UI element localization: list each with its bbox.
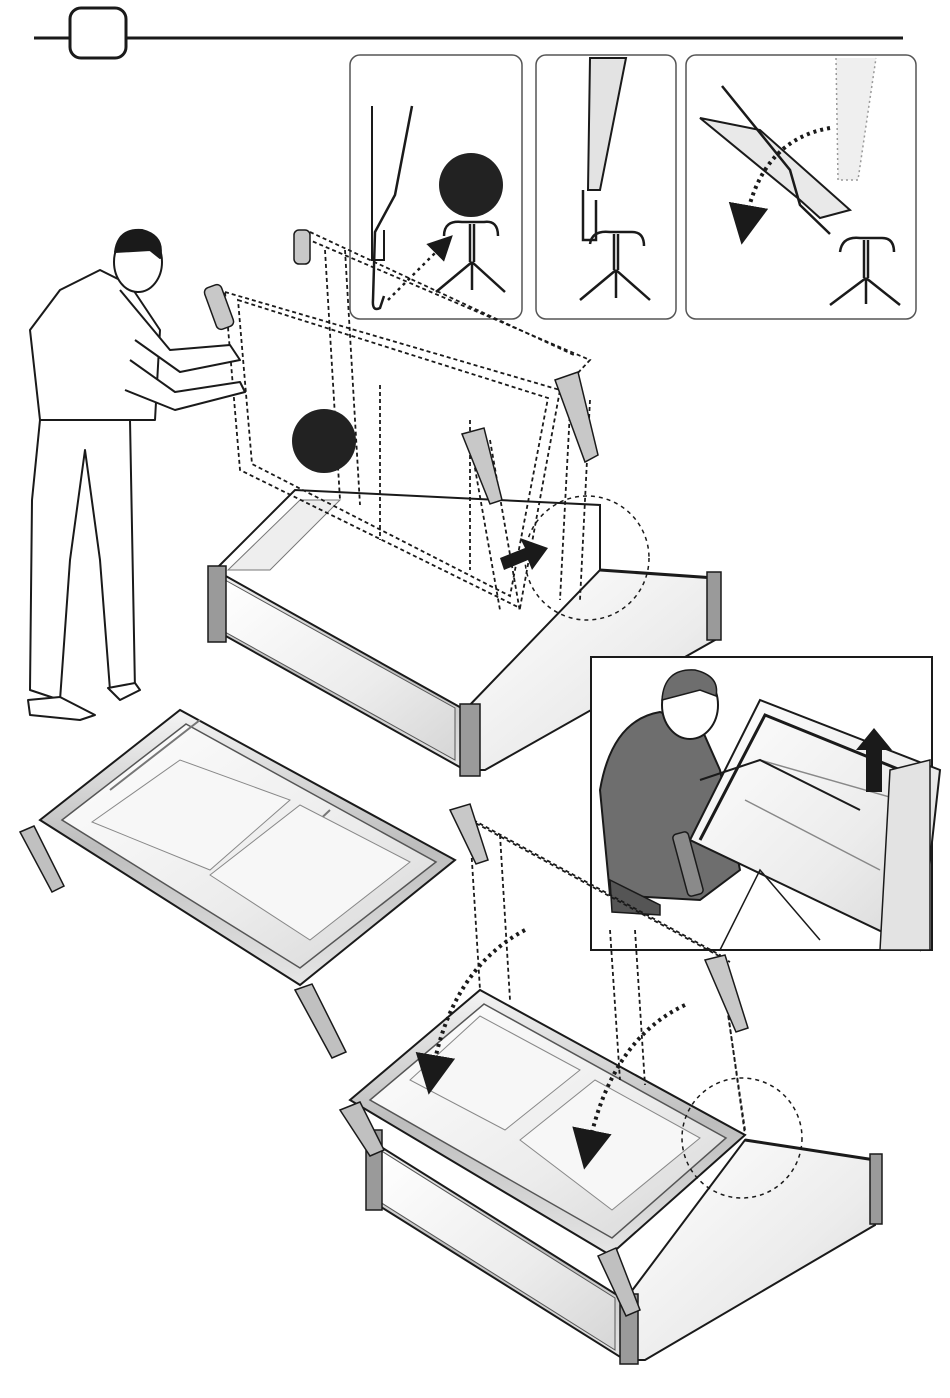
loose-lid-hinge-right (295, 984, 346, 1058)
loose-lid (20, 710, 455, 1058)
loose-lid-hinge-left (20, 826, 64, 892)
frame-hinge-mid (462, 428, 502, 504)
detail-panel-2 (536, 55, 676, 319)
frame-hinge-left (203, 283, 235, 331)
marker-2-icon (292, 409, 356, 473)
detail-panel-3 (686, 55, 916, 319)
lower-hinge-right (705, 955, 748, 1032)
direction-arrow-icon (500, 538, 548, 570)
step-header (34, 8, 903, 58)
inset-detail-kneeling (591, 657, 940, 950)
step-badge (70, 8, 126, 58)
lower-hinge-top-left (450, 804, 488, 864)
frame-hinge-top (294, 230, 310, 264)
detail-panel-1 (350, 55, 522, 319)
marker-1-icon (439, 153, 503, 217)
frame-hinge-right (555, 372, 598, 462)
